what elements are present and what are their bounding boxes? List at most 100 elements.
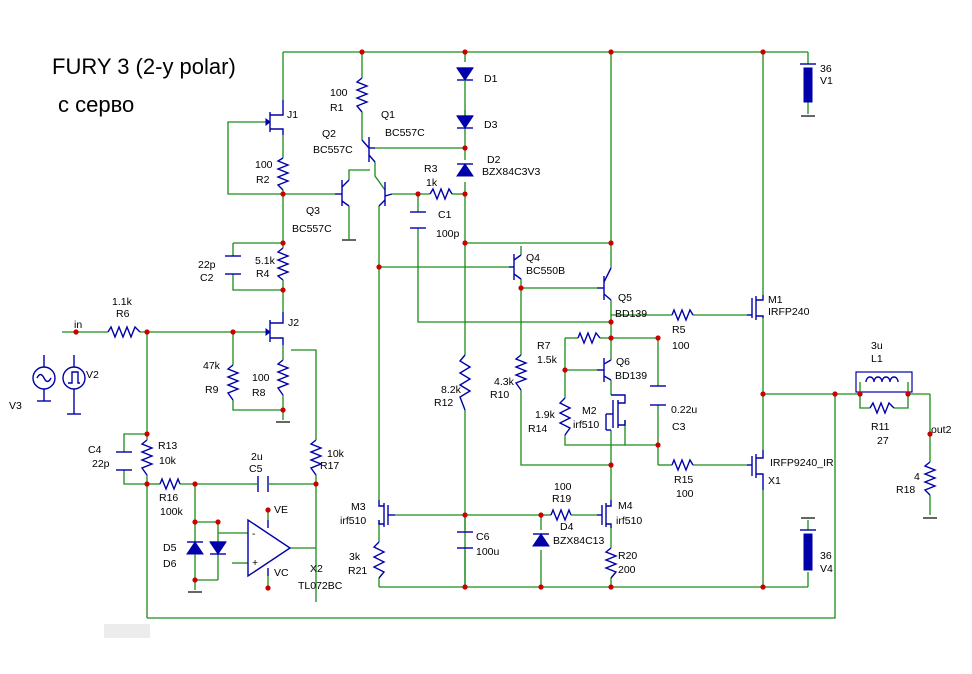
label-l1: L1 — [871, 353, 883, 365]
value-r6: 1.1k — [112, 296, 133, 308]
value-r11: 27 — [877, 435, 889, 447]
zener-d2 — [456, 163, 474, 177]
value-v1: 36 — [820, 63, 832, 75]
inductor-l1 — [855, 371, 913, 393]
type-q4: BC550B — [526, 265, 565, 277]
resistor-r11 — [869, 401, 895, 415]
value-r8: 100 — [252, 372, 270, 384]
label-d1: D1 — [484, 73, 498, 85]
svg-text:-: - — [252, 528, 256, 540]
label-x2: X2 — [310, 563, 323, 575]
capacitor-c6 — [457, 531, 473, 549]
label-r2: R2 — [256, 174, 270, 186]
value-r17: 10k — [327, 448, 345, 460]
label-q5: Q5 — [618, 292, 632, 304]
label-m1: M1 — [768, 294, 783, 306]
label-in: in — [74, 319, 82, 331]
type-d2: BZX84C3V3 — [482, 166, 541, 178]
label-c3: C3 — [672, 421, 686, 433]
mosfet-m3 — [378, 500, 395, 527]
capacitor-c1 — [410, 211, 426, 229]
label-r20: R20 — [618, 550, 637, 562]
transistor-q6 — [597, 358, 612, 382]
label-q1: Q1 — [381, 109, 395, 121]
type-m3: irf510 — [340, 515, 366, 527]
resistor-r12 — [458, 354, 472, 411]
label-d6: D6 — [163, 558, 177, 570]
mosfet-m2 — [605, 394, 626, 431]
type-q1: BC557C — [385, 127, 425, 139]
capacitor-c2 — [225, 255, 241, 275]
resistor-r17 — [309, 439, 323, 476]
type-x2: TL072BC — [298, 580, 343, 592]
resistor-r2 — [276, 157, 290, 191]
source-v1 — [800, 63, 816, 103]
value-r10: 4.3k — [494, 376, 515, 388]
diode-d1 — [456, 67, 474, 81]
diode-d3 — [456, 115, 474, 129]
label-m4: M4 — [618, 500, 633, 512]
label-r13: R13 — [158, 440, 177, 452]
resistor-r3 — [429, 187, 453, 201]
type-q3: BC557C — [292, 223, 332, 235]
label-c5: C5 — [249, 463, 263, 475]
capacitor-c3 — [650, 385, 666, 406]
label-d3: D3 — [484, 119, 498, 131]
value-r20: 200 — [618, 564, 636, 576]
source-v2 — [62, 355, 86, 415]
type-q5: BD139 — [615, 308, 647, 320]
resistor-r19 — [550, 508, 572, 522]
label-ve: VE — [274, 504, 288, 516]
source-v4 — [800, 529, 816, 571]
label-out2: out2 — [931, 424, 952, 436]
label-x1: X1 — [768, 475, 781, 487]
resistor-r9 — [226, 364, 240, 401]
value-r16: 100k — [160, 506, 184, 518]
transistor-q4 — [509, 254, 522, 280]
value-r9: 47k — [203, 360, 221, 372]
type-m2: irf510 — [573, 419, 599, 431]
value-r13: 10k — [159, 455, 177, 467]
value-r15: 100 — [676, 488, 694, 500]
value-r2: 100 — [255, 159, 273, 171]
label-r15: R15 — [674, 474, 693, 486]
type-x1: IRFP9240_IR — [770, 457, 834, 469]
resistor-r21 — [372, 541, 386, 579]
label-r8: R8 — [252, 387, 266, 399]
label-c1: C1 — [438, 209, 452, 221]
wires — [62, 51, 931, 619]
label-r18: R18 — [896, 484, 915, 496]
label-v4: V4 — [820, 563, 833, 575]
value-c2: 22p — [198, 259, 216, 271]
transistor-q1-q2 — [361, 137, 376, 163]
value-c6: 100u — [476, 546, 500, 558]
junction-dots — [73, 49, 933, 591]
value-r19: 100 — [554, 481, 572, 493]
label-q2: Q2 — [322, 128, 336, 140]
resistor-r8 — [276, 359, 290, 396]
value-v4: 36 — [820, 550, 832, 562]
resistor-r18 — [923, 461, 937, 496]
label-r10: R10 — [490, 389, 509, 401]
label-m3: M3 — [351, 501, 366, 513]
value-r4: 5.1k — [255, 255, 276, 267]
label-v3: V3 — [9, 400, 22, 412]
resistor-r1 — [355, 77, 369, 113]
resistor-r4 — [276, 247, 290, 281]
type-d4: BZX84C13 — [553, 535, 605, 547]
type-m1: IRFP240 — [768, 306, 810, 318]
label-d2: D2 — [487, 154, 501, 166]
label-r3: R3 — [424, 163, 438, 175]
resistor-r7 — [577, 331, 601, 345]
label-r1: R1 — [330, 102, 344, 114]
type-q2: BC557C — [313, 144, 353, 156]
label-v1: V1 — [820, 75, 833, 87]
resistor-r14 — [558, 397, 572, 436]
mosfet-m4 — [597, 500, 612, 528]
type-q6: BD139 — [615, 370, 647, 382]
resistor-r6 — [107, 325, 141, 339]
label-r17: R17 — [320, 460, 339, 472]
transistor-q3 — [335, 179, 393, 207]
resistor-r16 — [159, 477, 181, 491]
